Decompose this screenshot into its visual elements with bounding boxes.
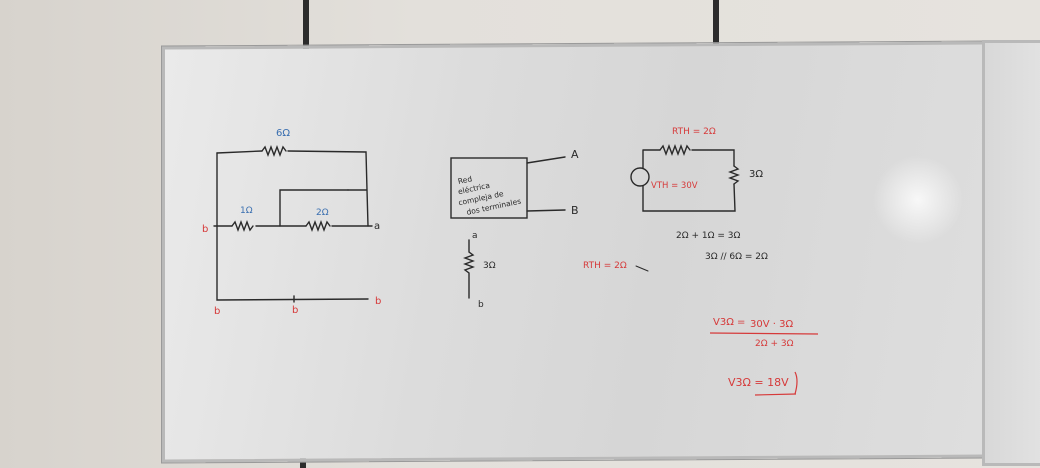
left-circuit xyxy=(213,145,373,303)
rth-arrow xyxy=(635,265,649,272)
result-underline xyxy=(754,393,797,396)
vdiv-denominator: 2Ω + 3Ω xyxy=(755,339,794,349)
node-b-left: b xyxy=(202,224,208,235)
resistor-rth xyxy=(659,144,691,156)
network-box xyxy=(450,156,566,219)
fraction-bar xyxy=(709,332,819,335)
label-2ohm: 2Ω xyxy=(316,208,329,218)
rth-note: RTH = 2Ω xyxy=(583,261,627,271)
wall-seam-2 xyxy=(713,0,719,46)
terminal-B: B xyxy=(571,204,579,217)
calc-line-1: 2Ω + 1Ω = 3Ω xyxy=(676,231,740,241)
load-resistor xyxy=(463,239,475,299)
load-node-a: a xyxy=(472,231,478,241)
result-18v: V3Ω = 18V xyxy=(728,376,789,389)
result-mark xyxy=(794,371,798,395)
box-line-1: Red xyxy=(457,174,473,186)
adjacent-whiteboard xyxy=(982,40,1040,466)
vdiv-numerator: 30V · 3Ω xyxy=(750,319,793,330)
node-b-bottom-3: b xyxy=(375,296,381,307)
resistor-6ohm xyxy=(261,145,287,157)
label-1ohm: 1Ω xyxy=(240,206,253,216)
voltage-source-icon xyxy=(630,167,650,187)
node-b-bottom-1: b xyxy=(214,306,220,317)
thevenin-circuit xyxy=(630,144,740,212)
resistor-1ohm xyxy=(231,220,254,232)
thevenin-rth: RTH = 2Ω xyxy=(672,127,716,137)
vdiv-lhs: V3Ω = xyxy=(713,317,745,328)
resistor-2ohm xyxy=(305,220,331,232)
wall-seam-1 xyxy=(303,0,309,60)
thevenin-vth: VTH = 30V xyxy=(651,181,698,191)
calc-line-2: 3Ω // 6Ω = 2Ω xyxy=(705,252,768,262)
thevenin-load: 3Ω xyxy=(749,169,763,180)
node-a-right: a xyxy=(374,221,380,232)
node-b-bottom-2: b xyxy=(292,305,298,316)
load-3ohm: 3Ω xyxy=(483,261,496,271)
load-node-b: b xyxy=(478,300,484,310)
label-6ohm: 6Ω xyxy=(276,128,290,139)
terminal-A: A xyxy=(571,148,579,161)
